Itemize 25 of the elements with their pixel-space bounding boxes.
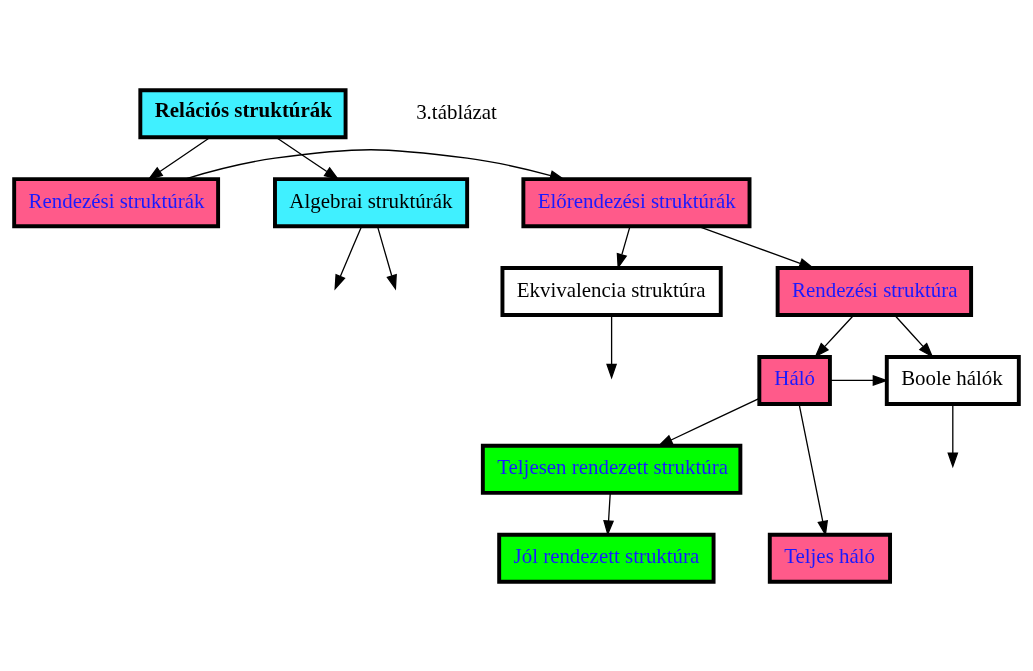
node-box: Boole hálók	[884, 354, 1021, 406]
node-box: Rendezési struktúra	[775, 265, 974, 317]
node-box: Ekvivalencia struktúra	[500, 265, 723, 317]
arrow	[376, 225, 397, 290]
label: 3.táblázat	[416, 99, 497, 124]
arrow	[894, 314, 934, 358]
arrow	[603, 492, 615, 536]
node-box: Rendezési struktúrák	[12, 176, 221, 228]
arrow	[814, 314, 855, 358]
arrow	[184, 148, 566, 181]
node-box: Algebrai struktúrák	[273, 176, 470, 228]
node-box: Háló	[757, 354, 832, 406]
node-box: Relációs struktúrák	[138, 87, 348, 139]
arrow	[275, 136, 340, 180]
arrow	[616, 225, 631, 269]
node-box: Jól rendezett struktúra	[497, 532, 716, 584]
node-box: Teljesen rendezett struktúra	[480, 443, 743, 495]
arrow	[147, 136, 211, 180]
arrow	[657, 397, 760, 447]
arrow	[606, 314, 618, 379]
node-box: Előrendezési struktúrák	[521, 176, 752, 228]
arrow	[334, 225, 363, 290]
arrow	[798, 403, 829, 536]
node-box: Teljes háló	[767, 532, 892, 584]
arrow	[947, 403, 959, 468]
